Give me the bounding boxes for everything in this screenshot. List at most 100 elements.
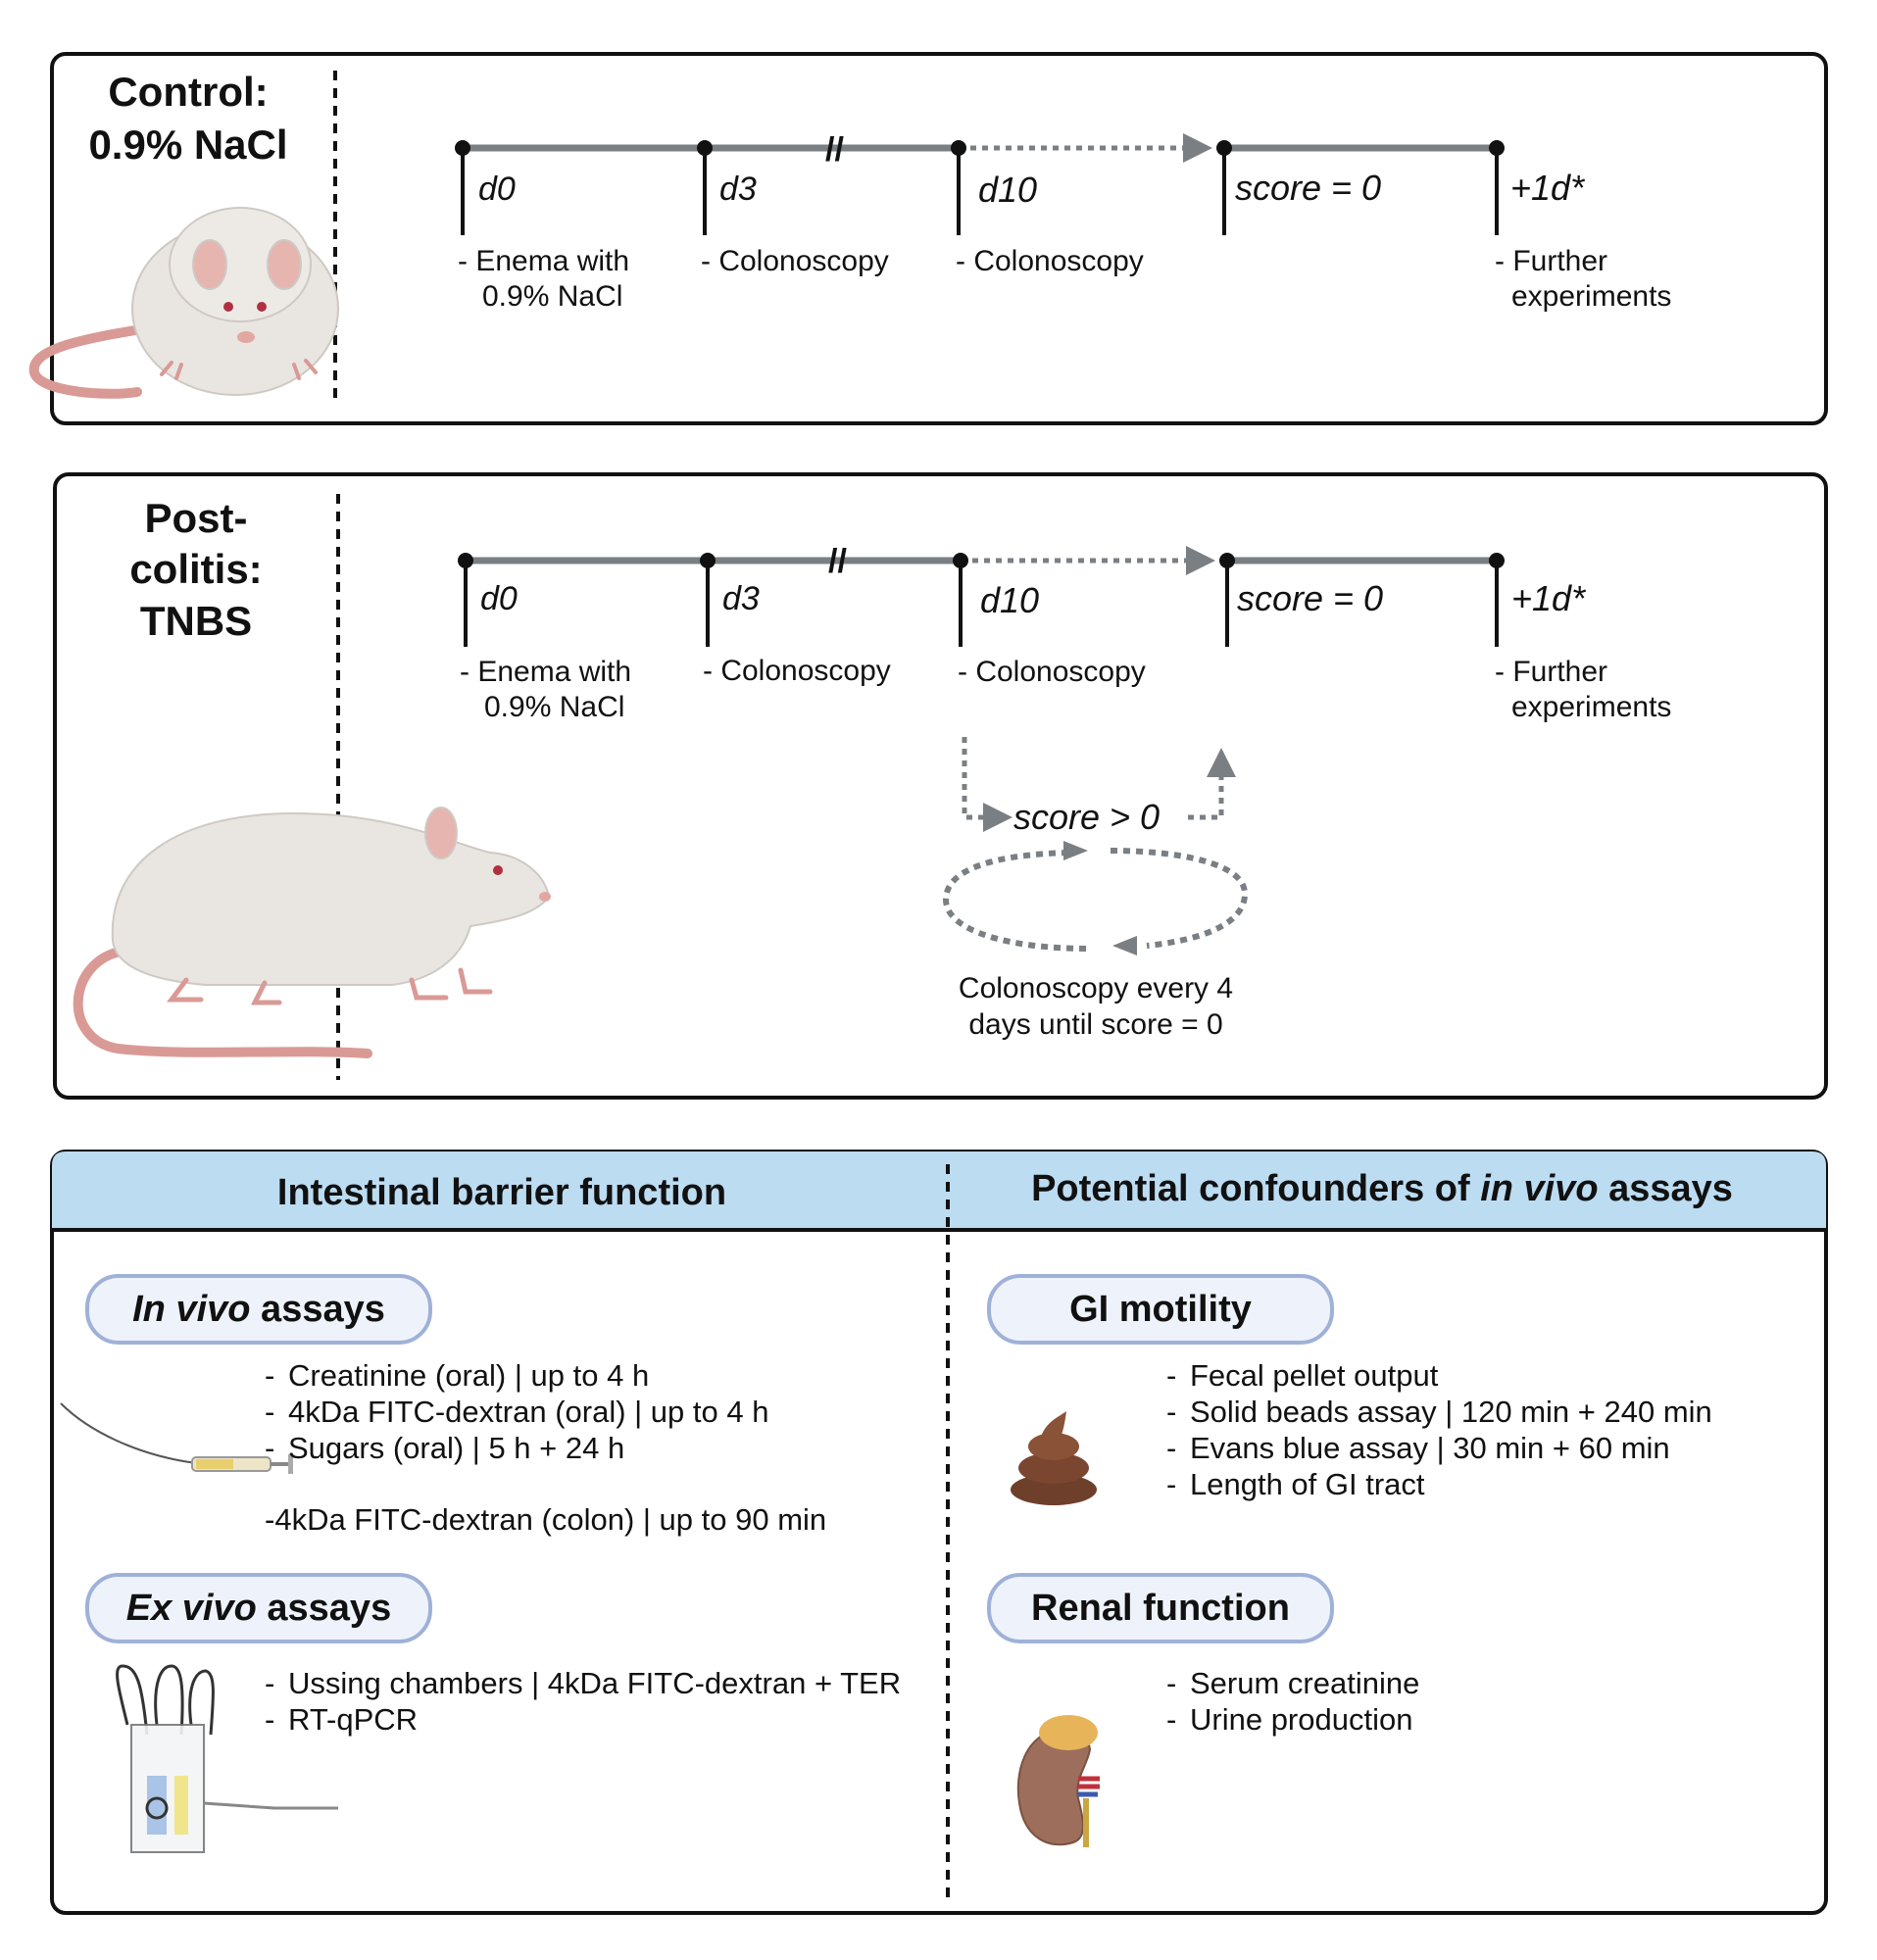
postcolitis-event-d0-line1: - Enema with: [460, 656, 631, 688]
postcolitis-event-d10: - Colonoscopy: [958, 656, 1146, 688]
exvivo-pill-label: Ex vivo assays: [126, 1588, 391, 1629]
svg-text:-: -: [1166, 1702, 1176, 1737]
gi-motility-list: - Fecal pellet output - Solid beads assa…: [1166, 1358, 1712, 1501]
postcolitis-event-end-line1: - Further: [1495, 656, 1607, 688]
postcolitis-event-d3: - Colonoscopy: [703, 655, 891, 687]
postcolitis-title-line2: colitis:: [129, 546, 262, 592]
svg-text:-: -: [265, 1702, 274, 1737]
score-gt0-label: score > 0: [1013, 797, 1160, 837]
exvivo-list: - Ussing chambers | 4kDa FITC-dextran + …: [265, 1666, 901, 1737]
postcolitis-label-score0: score = 0: [1237, 578, 1383, 618]
svg-text:-: -: [1166, 1666, 1176, 1700]
control-tick-d0: [455, 140, 470, 235]
list-item: - Creatinine (oral) | up to 4 h: [265, 1358, 649, 1393]
exvivo-item-1: Ussing chambers | 4kDa FITC-dextran + TE…: [288, 1666, 901, 1700]
right-header-title: Potential confounders of in vivo assays: [1031, 1168, 1733, 1209]
postcolitis-tick-d3: [700, 553, 716, 647]
control-tick-score0: [1216, 140, 1232, 235]
ussing-chamber-illustration: [116, 1664, 338, 1853]
control-label-plus1d: +1d*: [1510, 168, 1585, 208]
control-event-d0-line1: - Enema with: [458, 245, 629, 277]
list-item: - Ussing chambers | 4kDa FITC-dextran + …: [265, 1666, 901, 1700]
fecal-pellet-icon: [1011, 1411, 1097, 1505]
control-title-line1: Control:: [108, 69, 268, 115]
list-item: - Solid beads assay | 120 min + 240 min: [1166, 1395, 1712, 1429]
gi-item-1: Fecal pellet output: [1190, 1358, 1439, 1393]
control-event-d0-line2: 0.9% NaCl: [482, 280, 622, 313]
score-gt0-down-arrow: [962, 737, 1013, 832]
control-tick-d10: [951, 140, 966, 235]
gi-item-4: Length of GI tract: [1190, 1467, 1425, 1501]
renal-item-2: Urine production: [1190, 1702, 1412, 1737]
postcolitis-event-d0-line2: 0.9% NaCl: [484, 691, 624, 723]
invivo-list: - Creatinine (oral) | up to 4 h - 4kDa F…: [265, 1358, 826, 1537]
rat-front-illustration: [28, 207, 339, 399]
svg-text:-: -: [265, 1358, 274, 1393]
colonoscopy-repeat-loop: [942, 841, 1249, 956]
postcolitis-label-d0: d0: [480, 580, 518, 617]
renal-function-title: Renal function: [1031, 1588, 1290, 1629]
list-item: - Length of GI tract: [1166, 1467, 1425, 1501]
postcolitis-title-line3: TNBS: [140, 598, 252, 644]
svg-text:-: -: [265, 1666, 274, 1700]
gi-motility-title: GI motility: [1069, 1289, 1252, 1330]
control-event-d3: - Colonoscopy: [701, 245, 889, 277]
control-timeline: // d0 d3 d10 s: [455, 131, 1671, 313]
svg-text:-: -: [265, 1431, 274, 1465]
postcolitis-panel-border: [53, 472, 1828, 1100]
postcolitis-axis-break: //: [828, 543, 847, 580]
control-axis-break: //: [825, 131, 844, 169]
svg-text:-: -: [1166, 1395, 1176, 1429]
list-item: - Evans blue assay | 30 min + 60 min: [1166, 1431, 1670, 1465]
list-item: - Urine production: [1166, 1702, 1412, 1737]
control-event-end-line2: experiments: [1511, 280, 1671, 313]
postcolitis-title-line1: Post-: [145, 495, 248, 541]
renal-function-pill: [987, 1573, 1334, 1643]
invivo-colon-item: -4kDa FITC-dextran (colon) | up to 90 mi…: [265, 1502, 826, 1537]
control-panel: Control: 0.9% NaCl //: [28, 52, 1828, 425]
invivo-item-1: Creatinine (oral) | up to 4 h: [288, 1358, 649, 1393]
assays-header-bar: [52, 1152, 1826, 1230]
assays-panel: Intestinal barrier function Potential co…: [50, 1150, 1828, 1915]
loop-caption-line2: days until score = 0: [968, 1008, 1222, 1041]
loop-caption-line1: Colonoscopy every 4: [959, 972, 1233, 1004]
rat-side-illustration: [73, 807, 551, 1058]
gi-item-3: Evans blue assay | 30 min + 60 min: [1190, 1431, 1670, 1465]
postcolitis-label-d3: d3: [722, 580, 760, 617]
control-label-d3: d3: [719, 171, 757, 208]
kidney-icon: [1016, 1715, 1100, 1847]
postcolitis-panel: Post- colitis: TNBS //: [53, 472, 1828, 1100]
left-header-title: Intestinal barrier function: [277, 1172, 726, 1213]
control-label-d10: d10: [978, 170, 1037, 210]
exvivo-pill: [85, 1573, 432, 1643]
invivo-pill-label: In vivo assays: [132, 1289, 385, 1330]
control-title-line2: 0.9% NaCl: [88, 122, 287, 168]
postcolitis-tick-end: [1489, 553, 1505, 647]
renal-list: - Serum creatinine - Urine production: [1166, 1666, 1419, 1737]
score-gt0-up-arrow: [1188, 748, 1236, 820]
list-item: - Serum creatinine: [1166, 1666, 1419, 1700]
postcolitis-tick-d10: [953, 553, 968, 647]
renal-item-1: Serum creatinine: [1190, 1666, 1419, 1700]
list-item: - RT-qPCR: [265, 1702, 418, 1737]
postcolitis-timeline: // d0 d3 d10 s: [458, 543, 1671, 1041]
svg-text:-: -: [1166, 1467, 1176, 1501]
syringe-illustration: [60, 1402, 293, 1474]
invivo-pill: [85, 1274, 432, 1345]
postcolitis-event-end-line2: experiments: [1511, 691, 1671, 723]
invivo-item-2: 4kDa FITC-dextran (oral) | up to 4 h: [288, 1395, 768, 1429]
invivo-item-3: Sugars (oral) | 5 h + 24 h: [288, 1431, 624, 1465]
svg-text:-: -: [1166, 1431, 1176, 1465]
control-tick-d3: [697, 140, 713, 235]
list-item: - 4kDa FITC-dextran (oral) | up to 4 h: [265, 1395, 768, 1429]
control-label-score0: score = 0: [1235, 168, 1381, 208]
list-item: - Sugars (oral) | 5 h + 24 h: [265, 1431, 624, 1465]
postcolitis-label-d10: d10: [980, 580, 1039, 620]
control-tick-end: [1489, 140, 1505, 235]
postcolitis-tick-score0: [1219, 553, 1235, 647]
postcolitis-label-plus1d: +1d*: [1511, 578, 1586, 618]
control-event-end-line1: - Further: [1495, 245, 1607, 277]
control-event-d10: - Colonoscopy: [956, 245, 1144, 277]
svg-text:-: -: [1166, 1358, 1176, 1393]
